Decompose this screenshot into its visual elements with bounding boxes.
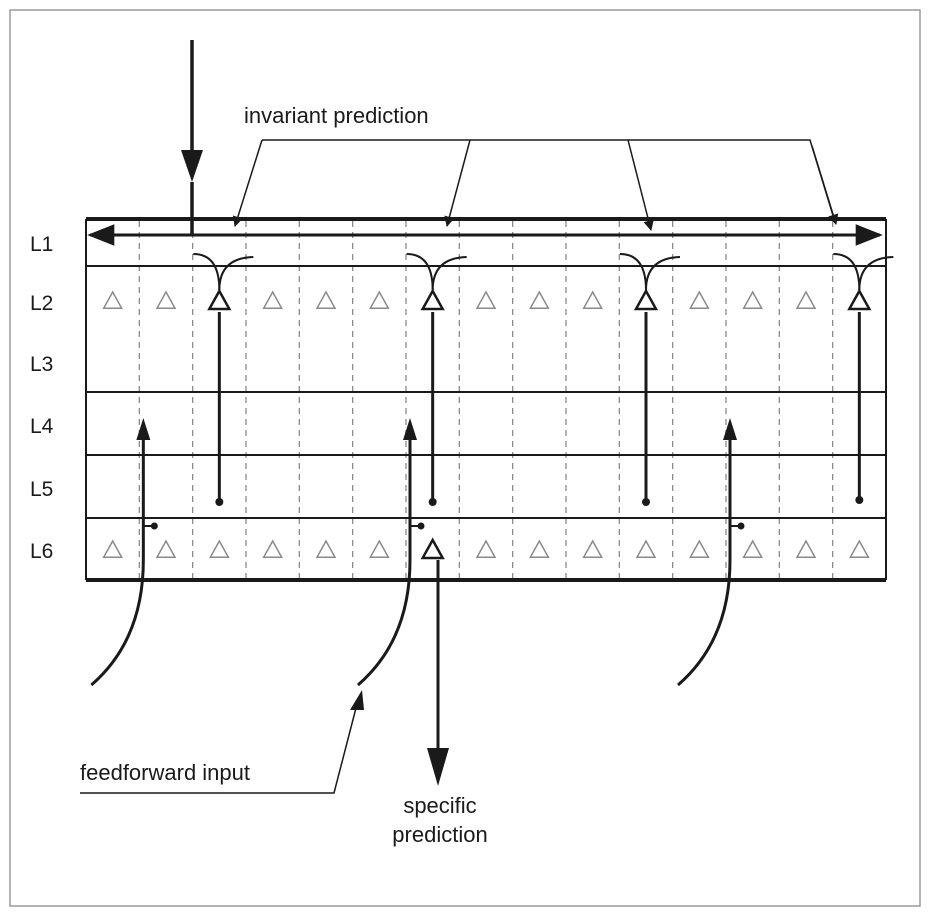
feedforward-axon [677,426,732,687]
pyramidal-neuron [102,539,123,558]
pyramidal-neuron [475,539,497,558]
pyramidal-neuron [635,539,657,558]
pyramidal-neuron [315,539,337,558]
pyramidal-neuron [262,290,283,309]
pyramidal-neuron [742,290,763,309]
pyramidal-neuron [155,539,177,558]
apical-tuft [645,256,681,291]
layer-label-l3: L3 [30,353,53,376]
pyramidal-neuron [529,539,550,558]
feedforward-input-label: feedforward input [80,760,250,785]
feedforward-axon [90,426,145,687]
pyramidal-neuron [849,539,870,558]
l5-terminal [428,498,437,506]
pyramidal-neuron [795,290,817,309]
apical-tuft [218,256,254,291]
pyramidal-neuron [315,290,337,309]
layer-label-l6: L6 [30,540,53,563]
l6-terminal [737,522,745,530]
specific-prediction-label-1: specific [403,793,476,818]
l6-terminal [150,522,158,530]
apical-tuft [193,253,221,291]
specific-prediction-arrowhead [427,748,449,786]
pyramidal-neuron [369,539,390,558]
pyramidal-neuron [689,290,710,309]
top-input-arrowhead [181,150,203,182]
invariant-prediction-label: invariant prediction [244,103,429,128]
feedforward-leader-arrowhead [350,690,364,710]
apical-tuft [619,253,647,291]
pyramidal-neuron [209,539,230,558]
invariant-leaders [232,139,839,232]
layer-label-l2: L2 [30,292,53,315]
pyramidal-neuron-active [847,288,872,311]
layer-labels: L1 L2 L3 L4 L5 L6 [30,233,54,563]
l5-terminal [642,498,650,506]
apical-tuft [431,256,467,291]
specific-prediction-label-2: prediction [392,822,487,847]
pyramidal-neuron-active [420,288,445,311]
apical-tuft [833,253,861,291]
layer-label-l1: L1 [30,233,53,256]
layer-label-l4: L4 [30,415,54,438]
pyramidal-neuron-active [207,288,232,311]
pyramidal-neuron [262,539,283,558]
layer-label-l5: L5 [30,478,53,501]
feedforward-arrowhead [136,418,151,440]
feedforward-arrowhead [723,418,737,440]
pyramidal-neuron [529,290,550,309]
outer-frame [9,9,921,907]
pyramidal-neuron [582,539,603,558]
pyramidal-neuron [742,539,763,558]
layer-grid [85,217,887,582]
apical-dendrites [193,253,894,506]
l6-neurons [102,537,870,560]
pyramidal-neuron [582,290,603,309]
pyramidal-neuron [155,290,177,309]
feedforward-leader [80,707,357,794]
feedforward-pathways [90,418,745,687]
pyramidal-neuron [689,539,710,558]
pyramidal-neuron [795,539,817,558]
feedforward-axon [357,426,412,687]
pyramidal-neuron [369,290,390,309]
l6-terminal [417,522,425,530]
pyramidal-neuron [475,290,497,309]
l5-terminal [215,498,224,506]
pyramidal-neuron-active [420,537,445,560]
feedforward-arrowhead [403,418,417,440]
apical-tuft [858,256,894,291]
pyramidal-neuron-active [633,288,659,311]
apical-tuft [406,253,434,291]
l5-terminal [855,496,864,504]
pyramidal-neuron [102,290,123,309]
l2-neurons [102,288,872,311]
